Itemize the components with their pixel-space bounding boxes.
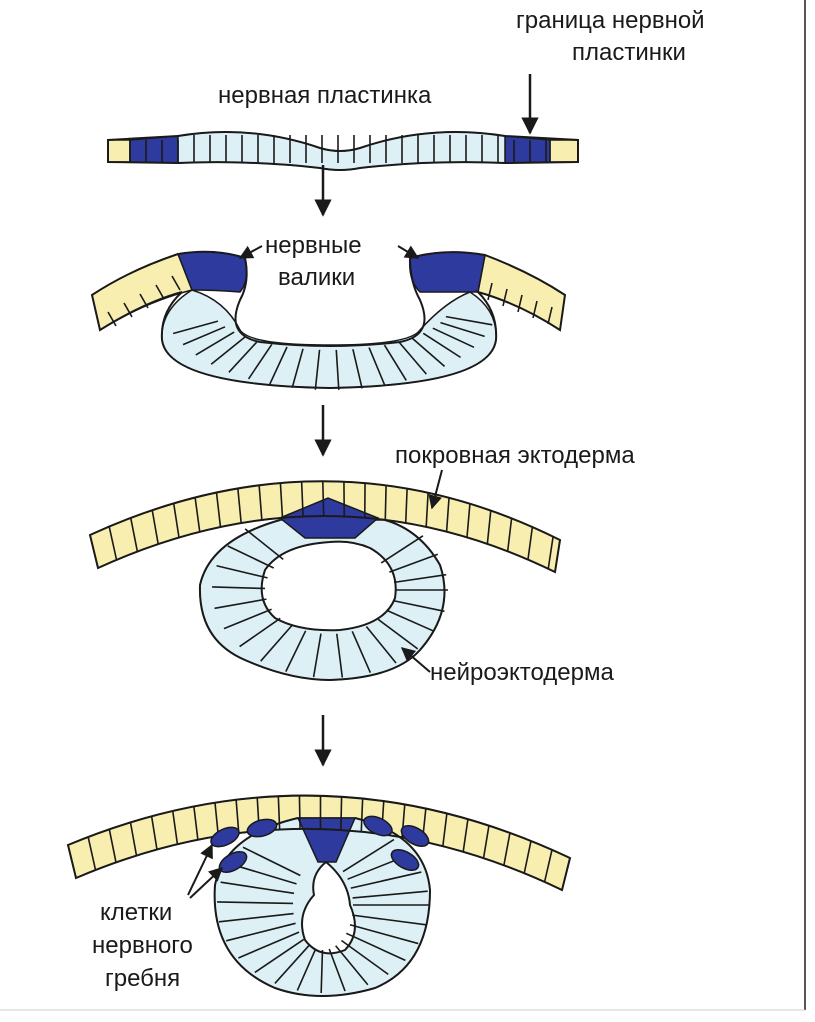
label-crest-line2: нервного bbox=[92, 932, 193, 959]
fold-pointer-left bbox=[240, 246, 262, 258]
label-neuroectoderm: нейроэктодерма bbox=[430, 659, 614, 686]
label-surface-ectoderm: покровная эктодерма bbox=[395, 442, 635, 469]
stage4-cell-divider bbox=[299, 796, 300, 829]
stage1-border-left bbox=[130, 136, 178, 163]
stage3-cell-divider bbox=[385, 485, 386, 519]
stage3-cell-divider bbox=[323, 481, 324, 516]
label-crest-line1: клетки bbox=[100, 899, 172, 926]
label-neural-folds-line1: нервные bbox=[265, 232, 362, 259]
stage2-neural-trough bbox=[162, 290, 496, 388]
stage4-cell-divider bbox=[341, 797, 342, 830]
stage2-fold-right bbox=[410, 252, 485, 292]
label-neural-folds-line2: валики bbox=[278, 264, 355, 291]
stage1-epidermis-right bbox=[550, 140, 578, 162]
fold-pointer-right bbox=[398, 246, 418, 258]
stage1-border-right bbox=[505, 136, 550, 163]
stage1-epidermis-left bbox=[108, 140, 130, 162]
label-crest-line3: гребня bbox=[105, 965, 180, 992]
label-plate-border-line2: пластинки bbox=[572, 39, 686, 66]
label-neural-plate: нервная пластинка bbox=[218, 82, 432, 109]
stage-neural-tube bbox=[90, 470, 560, 680]
label-plate-border-line1: граница нервной bbox=[516, 7, 705, 34]
